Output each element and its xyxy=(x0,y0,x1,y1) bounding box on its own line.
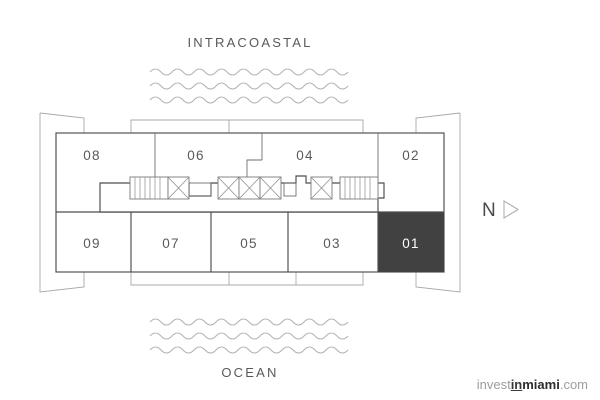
unit-dividers-top xyxy=(154,133,379,180)
stair-treads-left xyxy=(134,177,161,199)
compass-indicator: N xyxy=(482,200,520,221)
balconies xyxy=(39,112,461,293)
unit-label-01: 01 xyxy=(402,236,419,251)
unit-01-highlight[interactable] xyxy=(378,212,444,272)
core-notches xyxy=(188,182,297,197)
unit-label-03: 03 xyxy=(323,236,340,251)
unit-label-08: 08 xyxy=(83,148,100,163)
core-left-group xyxy=(129,176,190,200)
unit-label-02: 02 xyxy=(402,148,419,163)
unit-label-04: 04 xyxy=(296,148,313,163)
unit-dividers-bottom xyxy=(130,212,379,272)
core-center-group xyxy=(217,176,282,200)
stair-treads-right xyxy=(344,177,371,199)
unit-label-07: 07 xyxy=(162,236,179,251)
ocean-waves xyxy=(149,318,349,354)
unit-label-09: 09 xyxy=(83,236,100,251)
unit-label-05: 05 xyxy=(240,236,257,251)
core-right-group xyxy=(310,176,379,200)
intracoastal-waves xyxy=(149,68,349,104)
intracoastal-label: INTRACOASTAL xyxy=(187,35,312,50)
logo-part-in: in xyxy=(510,377,523,392)
ocean-label: OCEAN xyxy=(221,365,278,380)
compass-north-letter: N xyxy=(482,200,496,221)
logo-part-invest: invest xyxy=(476,377,511,392)
logo-part-miami: miami xyxy=(522,377,560,392)
logo-part-com: .com xyxy=(559,377,588,392)
stair-icon-right xyxy=(339,176,379,200)
stair-icon-left xyxy=(129,176,169,200)
compass-arrow-icon xyxy=(503,200,520,219)
investinmiami-logo[interactable]: investinmiami.com xyxy=(477,377,588,392)
unit-label-06: 06 xyxy=(187,148,204,163)
